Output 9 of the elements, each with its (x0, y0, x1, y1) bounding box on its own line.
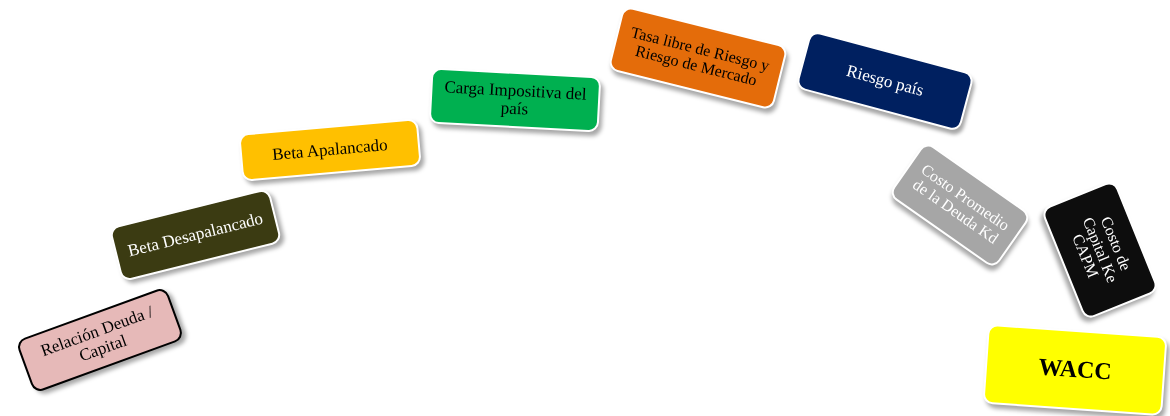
step-label: WACC (1037, 354, 1113, 386)
step-label: Relación Deuda / Capital (37, 301, 157, 368)
step-label: Tasa libre de Riesgo y Riesgo de Mercado (628, 24, 773, 91)
step-box (982, 323, 1168, 416)
step-box (428, 67, 602, 133)
step-label: Costo de Capital Ke CAPM (1067, 213, 1136, 287)
step-label: Beta Apalancado (271, 136, 389, 164)
step-label: Riesgo país (844, 62, 926, 100)
step-label: Carga Impositiva del país (442, 78, 589, 121)
